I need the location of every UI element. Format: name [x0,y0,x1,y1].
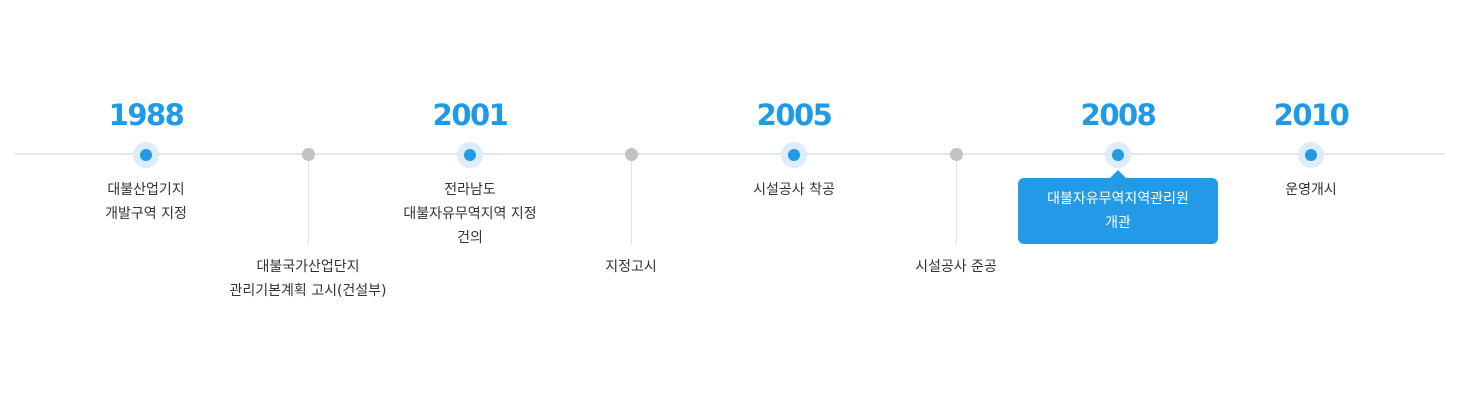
event-text: 대불국가산업단지 관리기본계획 고시(건설부) [188,255,428,303]
connector-line [955,160,957,244]
timeline-dot-active[interactable] [1105,142,1131,168]
event-line: 대불자유무역지역 지정 [403,206,537,222]
year-label: 2001 [432,98,509,132]
event-line: 건의 [457,230,483,246]
year-label: 1988 [108,98,185,132]
timeline-dot[interactable] [133,142,159,168]
event-text: 시설공사 착공 [674,178,914,202]
event-line: 운영개시 [1285,182,1337,198]
year-label: 2005 [756,98,833,132]
timeline-minor-dot[interactable] [624,148,638,161]
event-line: 대불자유무역지역관리원 [1047,191,1189,207]
connector-line [630,160,632,244]
event-line: 개발구역 지정 [105,206,187,222]
year-label: 2010 [1273,98,1350,132]
event-text: 대불산업기지 개발구역 지정 [26,178,266,226]
event-line: 개관 [1105,215,1131,231]
connector-line [307,160,309,244]
event-line: 전라남도 [444,182,496,198]
event-line: 지정고시 [605,259,657,275]
year-label: 2008 [1080,98,1157,132]
highlight-tooltip: 대불자유무역지역관리원 개관 [1018,170,1218,244]
event-text: 전라남도 대불자유무역지역 지정 건의 [350,178,590,250]
timeline-dot[interactable] [781,142,807,168]
event-text: 시설공사 준공 [836,255,1076,279]
event-line: 시설공사 착공 [753,182,835,198]
timeline-dot[interactable] [457,142,483,168]
timeline-minor-dot[interactable] [949,148,963,161]
event-text: 운영개시 [1191,178,1431,202]
event-line: 관리기본계획 고시(건설부) [229,283,387,299]
timeline-minor-dot[interactable] [301,148,315,161]
event-line: 시설공사 준공 [915,259,997,275]
event-line: 대불국가산업단지 [256,259,360,275]
event-line: 대불산업기지 [107,182,185,198]
timeline-axis [15,153,1445,155]
event-text: 지정고시 [511,255,751,279]
timeline-dot[interactable] [1298,142,1324,168]
